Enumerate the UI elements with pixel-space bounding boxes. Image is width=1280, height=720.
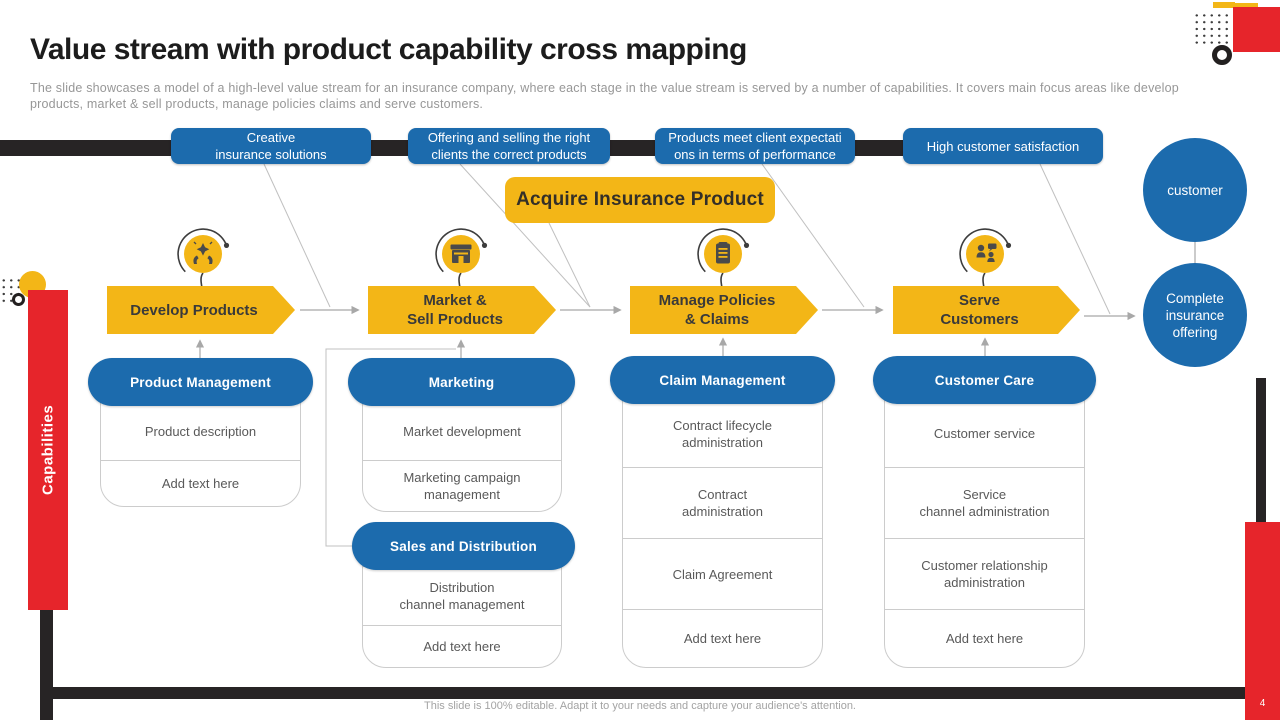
ring-decoration	[1212, 45, 1232, 65]
capability-header-label: Marketing	[428, 374, 495, 390]
capability-item: Add text here	[363, 624, 561, 667]
capability-item: Customer service	[933, 426, 1036, 442]
stage-label: Manage Policies & Claims	[658, 292, 776, 328]
customer-node-label: customer	[1167, 182, 1223, 198]
capability-item: Claim Agreement	[623, 537, 822, 609]
page-number: 4	[1259, 698, 1266, 709]
outcome-box: High customer satisfaction	[903, 128, 1103, 164]
capability-item: Customer relationship administration	[885, 537, 1084, 609]
capability-header-customer-care: Customer Care	[873, 356, 1096, 404]
capability-card-customer-care: Customer service Service channel adminis…	[884, 400, 1085, 668]
stage-arrow-serve-customers: Serve Customers	[893, 286, 1080, 334]
capabilities-axis-label: Capabilities	[39, 404, 57, 496]
outcome-label: Products meet client expectati ons in te…	[668, 130, 842, 162]
capability-header-claim-management: Claim Management	[610, 356, 835, 404]
frame-bar-bottom	[40, 687, 1247, 699]
capability-card-claim-management: Contract lifecycle administration Contra…	[622, 400, 823, 668]
capability-item: Add text here	[623, 609, 822, 667]
outcome-label: Offering and selling the right clients t…	[427, 130, 591, 162]
policy-document-icon	[689, 224, 757, 290]
footer-note: This slide is 100% editable. Adapt it to…	[424, 700, 856, 712]
page-title: Value stream with product capability cro…	[30, 33, 747, 66]
capability-item: Marketing campaign management	[363, 459, 561, 511]
yellow-bar-decoration	[1213, 2, 1235, 8]
capability-item: Product description	[144, 423, 257, 439]
outcome-label: High customer satisfaction	[926, 138, 1080, 154]
page-description: The slide showcases a model of a high-le…	[30, 81, 1179, 111]
capability-item: Market development	[403, 423, 521, 439]
outcome-label: Creative insurance solutions	[215, 130, 327, 162]
capability-card-sales-distribution: Distribution channel management Add text…	[362, 566, 562, 668]
capability-item: Add text here	[101, 459, 300, 506]
acquire-banner: Acquire Insurance Product	[505, 177, 775, 223]
capability-item: Service channel administration	[885, 466, 1084, 538]
customer-node: customer	[1143, 138, 1247, 242]
result-node-label: Complete insurance offering	[1165, 290, 1225, 340]
capability-item: Distribution channel management	[399, 579, 525, 612]
capability-item: Add text here	[885, 609, 1084, 667]
capability-header-product-management: Product Management	[88, 358, 313, 406]
capability-header-label: Sales and Distribution	[390, 538, 537, 554]
yellow-bar-decoration	[1235, 3, 1258, 7]
page-number-bar: 4	[1245, 522, 1280, 720]
acquire-banner-label: Acquire Insurance Product	[516, 189, 764, 210]
outcome-box: Creative insurance solutions	[171, 128, 371, 164]
capability-item: Contract lifecycle administration	[673, 417, 772, 450]
capability-header-marketing: Marketing	[348, 358, 575, 406]
idea-hands-icon	[169, 224, 237, 290]
ring-decoration	[12, 293, 25, 306]
dot-grid-decoration	[1193, 12, 1231, 44]
stage-arrow-develop-products: Develop Products	[107, 286, 295, 334]
frame-bar-right	[1256, 378, 1266, 522]
stage-arrow-manage-policies-claims: Manage Policies & Claims	[630, 286, 818, 334]
stage-label: Develop Products	[130, 301, 258, 319]
capability-header-label: Customer Care	[934, 372, 1035, 388]
capability-header-sales-distribution: Sales and Distribution	[352, 522, 575, 570]
red-square-decoration	[1233, 7, 1280, 52]
stage-label: Market & Sell Products	[407, 292, 503, 328]
storefront-icon	[427, 224, 495, 290]
capabilities-axis-bar: Capabilities	[28, 290, 68, 610]
customer-service-icon	[951, 224, 1019, 290]
outcome-box: Offering and selling the right clients t…	[408, 128, 610, 164]
stage-label: Serve Customers	[940, 292, 1019, 328]
capability-header-label: Product Management	[130, 374, 271, 390]
stage-arrow-market-sell-products: Market & Sell Products	[368, 286, 556, 334]
complete-insurance-offering-node: Complete insurance offering	[1143, 263, 1247, 367]
capability-item: Contract administration	[623, 466, 822, 538]
capability-card-product-management: Product description Add text here	[100, 402, 301, 507]
outcome-box: Products meet client expectati ons in te…	[655, 128, 855, 164]
capability-header-label: Claim Management	[659, 372, 786, 388]
capability-card-marketing: Market development Marketing campaign ma…	[362, 402, 562, 512]
